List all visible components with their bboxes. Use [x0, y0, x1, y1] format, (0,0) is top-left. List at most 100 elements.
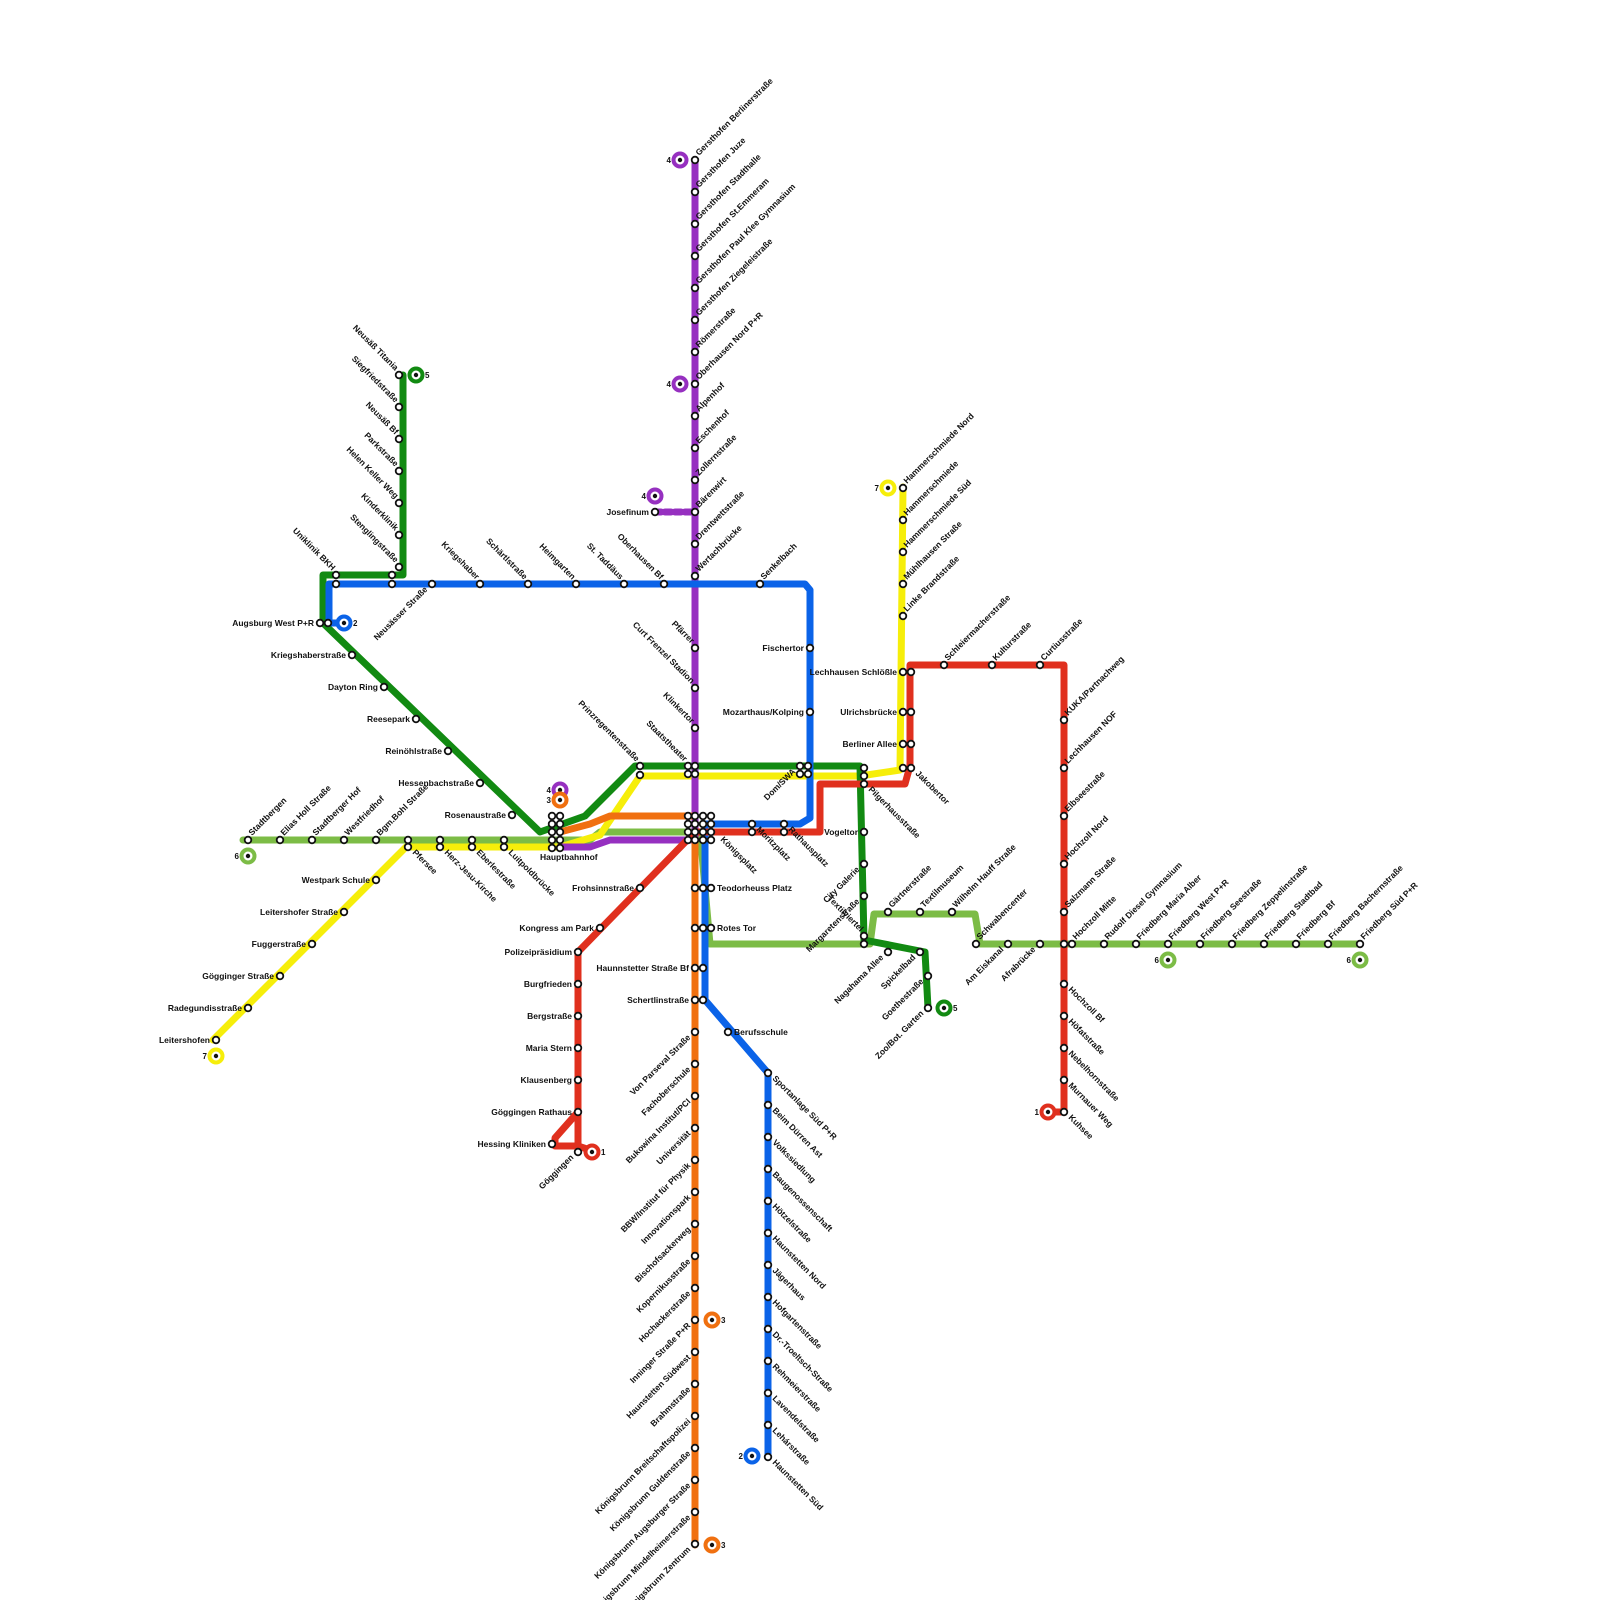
line-7-terminus-badge[interactable]: 7 [203, 1047, 225, 1065]
station-stop[interactable] [323, 618, 333, 628]
station[interactable]: Heimgarten [538, 541, 581, 589]
station-stop[interactable] [763, 1388, 773, 1398]
station-stop[interactable] [387, 570, 397, 580]
station-stop[interactable] [690, 1219, 700, 1229]
station-stop[interactable] [1059, 1107, 1069, 1117]
station-stop[interactable] [547, 811, 557, 821]
station[interactable]: Hessenbachstraße [398, 778, 485, 788]
station[interactable] [555, 819, 565, 829]
station-stop[interactable] [1291, 939, 1301, 949]
station-stop[interactable] [898, 707, 908, 717]
station[interactable]: Berliner Allee [843, 739, 908, 749]
station-stop[interactable] [394, 498, 404, 508]
station[interactable] [683, 827, 693, 837]
station[interactable]: KUKA/Partnachweg [1059, 654, 1126, 725]
line-2-terminus-badge[interactable]: 2 [335, 614, 359, 632]
station[interactable]: Radegundisstraße [168, 1003, 253, 1013]
line-4-terminus-badge[interactable]: 4 [667, 151, 689, 169]
station-stop[interactable] [211, 1035, 221, 1045]
station-stop[interactable] [243, 835, 253, 845]
station-stop[interactable] [859, 827, 869, 837]
station-stop[interactable] [635, 761, 645, 771]
line-5-terminus-badge[interactable]: 5 [935, 999, 959, 1017]
station[interactable] [547, 819, 557, 829]
station[interactable] [555, 811, 565, 821]
station-stop[interactable] [507, 810, 517, 820]
station-stop[interactable] [763, 1420, 773, 1430]
line-4-terminus-badge[interactable]: 4 [642, 487, 664, 505]
station-stop[interactable] [690, 219, 700, 229]
station-stop[interactable] [555, 827, 565, 837]
station-stop[interactable] [690, 827, 700, 837]
station-stop[interactable] [859, 771, 869, 781]
station-stop[interactable] [690, 723, 700, 733]
station-stop[interactable] [467, 835, 477, 845]
station-stop[interactable] [690, 1475, 700, 1485]
station[interactable]: Berufsschule [723, 1027, 788, 1037]
station-stop[interactable] [690, 411, 700, 421]
station-stop[interactable] [690, 1187, 700, 1197]
station-stop[interactable] [763, 1292, 773, 1302]
station-stop[interactable] [573, 1011, 583, 1021]
station[interactable]: Schertlinstraße [627, 995, 700, 1005]
station-stop[interactable] [906, 667, 916, 677]
station[interactable] [690, 761, 700, 779]
station-stop[interactable] [275, 835, 285, 845]
station[interactable]: Mozarthaus/Kolping [723, 707, 815, 717]
station-stop[interactable] [698, 827, 708, 837]
station-stop[interactable] [971, 939, 981, 949]
station-stop[interactable] [906, 763, 916, 773]
station[interactable] [906, 707, 916, 717]
station-stop[interactable] [547, 819, 557, 829]
station-stop[interactable] [635, 883, 645, 893]
station[interactable] [467, 835, 477, 845]
station-stop[interactable] [706, 827, 716, 837]
station-stop[interactable] [898, 739, 908, 749]
station-stop[interactable] [573, 1043, 583, 1053]
line-1-terminus-badge[interactable]: 1 [583, 1143, 607, 1161]
station[interactable]: Kopernikusstraße [634, 1251, 700, 1315]
station-stop[interactable] [475, 579, 485, 589]
station[interactable]: Polizeipräsidium [504, 947, 583, 957]
station-stop[interactable] [763, 1132, 773, 1142]
station[interactable]: Curtiusstraße [1035, 616, 1085, 670]
station-stop[interactable] [523, 579, 533, 589]
station-stop[interactable] [307, 835, 317, 845]
station-stop[interactable] [690, 1283, 700, 1293]
station-stop[interactable] [795, 769, 805, 779]
station-stop[interactable] [555, 819, 565, 829]
station-stop[interactable] [243, 1003, 253, 1013]
station[interactable] [698, 827, 708, 837]
line-3-terminus-badge[interactable]: 3 [703, 1311, 727, 1329]
station[interactable] [698, 963, 708, 973]
station-stop[interactable] [859, 891, 869, 901]
station-stop[interactable] [698, 883, 708, 893]
station-stop[interactable] [698, 819, 708, 829]
station[interactable] [387, 570, 397, 589]
station-stop[interactable] [906, 739, 916, 749]
station-stop[interactable] [987, 660, 997, 670]
station[interactable] [1059, 939, 1069, 949]
station-stop[interactable] [555, 811, 565, 821]
station-stop[interactable] [1059, 859, 1069, 869]
station[interactable]: Lechhausen Schlößle [810, 667, 908, 677]
station[interactable]: Fischertor [762, 643, 815, 653]
station-stop[interactable] [1059, 1043, 1069, 1053]
station[interactable] [555, 827, 565, 837]
station-stop[interactable] [547, 843, 557, 853]
station[interactable] [906, 739, 916, 749]
station-stop[interactable] [683, 835, 693, 845]
station[interactable]: Neusässer Straße [372, 579, 437, 643]
station-stop[interactable] [690, 1347, 700, 1357]
station[interactable]: Bergstraße [527, 1011, 583, 1021]
station[interactable]: Haunstetten Nord [763, 1228, 828, 1291]
station-stop[interactable] [339, 835, 349, 845]
station-stop[interactable] [1059, 939, 1069, 949]
station[interactable]: Gögginger Straße [202, 971, 285, 981]
station[interactable] [803, 761, 813, 779]
station-stop[interactable] [573, 1107, 583, 1117]
station-stop[interactable] [947, 907, 957, 917]
station-stop[interactable] [795, 761, 805, 771]
station[interactable]: Pilgerhausstraße [859, 779, 923, 841]
station-stop[interactable] [898, 547, 908, 557]
